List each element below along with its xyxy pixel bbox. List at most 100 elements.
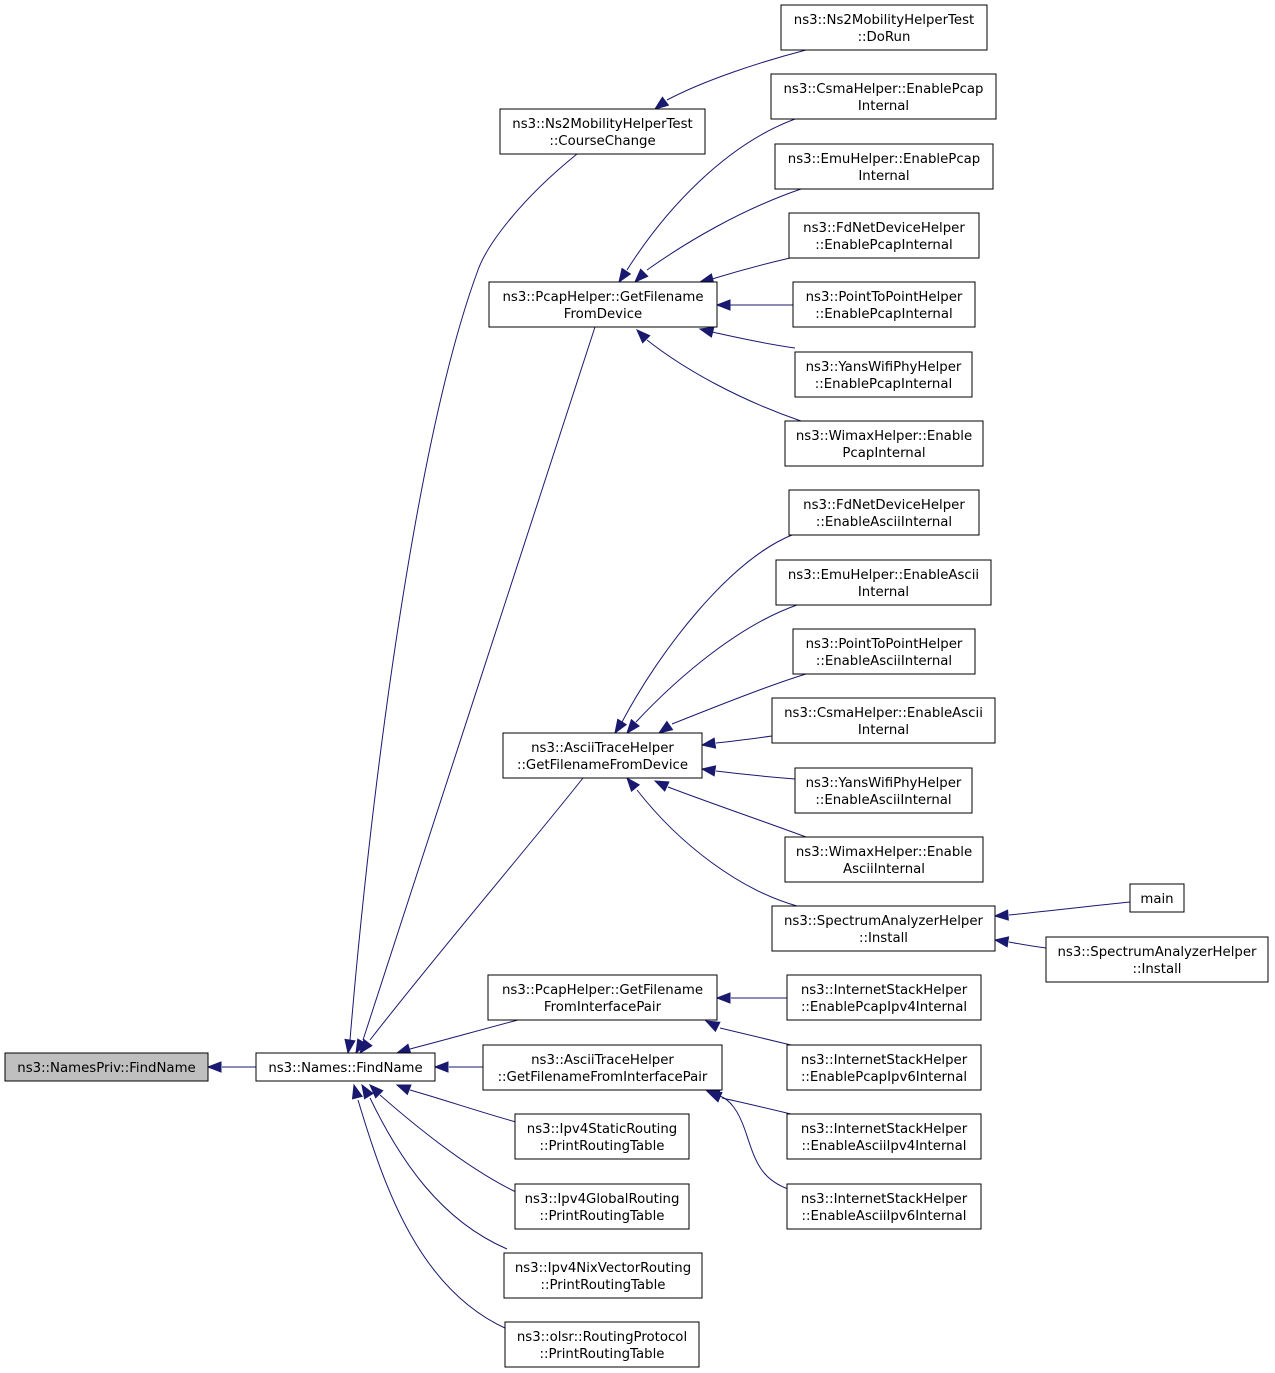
node-ns3-asciitracehelper-getfilenamefrominterfacepair-n24[interactable]: ns3::AsciiTraceHelper::GetFilenameFromIn… [482, 1044, 723, 1091]
node-box [514, 1113, 690, 1160]
node-box [786, 1183, 982, 1230]
node-label-line: Internal [858, 723, 909, 738]
edge-n22-n21 [715, 992, 787, 1004]
node-ns3-ns2mobilityhelpertest-coursechange-n2[interactable]: ns3::Ns2MobilityHelperTest::CourseChange [499, 108, 706, 155]
node-ns3-ns2mobilityhelpertest-dorun-n3[interactable]: ns3::Ns2MobilityHelperTest::DoRun [780, 4, 988, 51]
node-label-line: ::PrintRoutingTable [540, 1209, 665, 1224]
edge-line [671, 673, 807, 725]
edge-line [646, 188, 802, 271]
edge-n15-n11 [700, 735, 773, 749]
node-label-line: ns3::YansWifiPhyHelper [806, 776, 962, 791]
edge-n13-n11 [626, 604, 798, 735]
node-label-line: ns3::PointToPointHelper [806, 290, 963, 305]
arrowhead-icon [657, 720, 674, 734]
edge-n11-n1 [359, 777, 584, 1055]
node-label-line: ns3::InternetStackHelper [801, 1053, 968, 1068]
edge-n3-n2 [653, 49, 807, 110]
node-ns3-ipv4nixvectorrouting-printroutingtable-n29[interactable]: ns3::Ipv4NixVectorRouting::PrintRoutingT… [503, 1252, 703, 1299]
arrowhead-icon [993, 909, 1009, 921]
edge-n5-n4 [618, 118, 796, 284]
edge-line [349, 153, 578, 1041]
node-ns3-fdnetdevicehelper-enableasciiinternal-n12[interactable]: ns3::FdNetDeviceHelper::EnableAsciiInter… [788, 489, 980, 536]
node-main-n19[interactable]: main [1129, 883, 1185, 913]
node-ns3-yanswifiphyhelper-enablepcapinternal-n9[interactable]: ns3::YansWifiPhyHelper::EnablePcapIntern… [794, 351, 973, 398]
node-ns3-csmahelper-enablepcap-internal-n5[interactable]: ns3::CsmaHelper::EnablePcapInternal [770, 73, 997, 120]
node-box [487, 974, 718, 1021]
edge-line [636, 789, 798, 907]
edge-n23-n21 [704, 1020, 792, 1046]
node-box [784, 836, 984, 883]
node-ns3-internetstackhelper-enableasciiipv6internal-n26[interactable]: ns3::InternetStackHelper::EnableAsciiIpv… [786, 1183, 982, 1230]
node-label-line: PcapInternal [842, 446, 925, 461]
node-ns3-spectrumanalyzerhelper-install-n20[interactable]: ns3::SpectrumAnalyzerHelper::Install [1045, 936, 1269, 983]
node-label-line: ns3::CsmaHelper::EnableAscii [784, 706, 983, 721]
node-label-line: ::Install [1133, 962, 1182, 977]
node-ns3-ipv4globalrouting-printroutingtable-n28[interactable]: ns3::Ipv4GlobalRouting::PrintRoutingTabl… [514, 1183, 690, 1230]
node-ns3-pcaphelper-getfilename-fromdevice-n4[interactable]: ns3::PcapHelper::GetFilenameFromDevice [488, 281, 718, 328]
edge-line [646, 339, 802, 422]
edge-line [711, 331, 796, 349]
node-ns3-ipv4staticrouting-printroutingtable-n27[interactable]: ns3::Ipv4StaticRouting::PrintRoutingTabl… [514, 1113, 690, 1160]
node-label-line: ns3::SpectrumAnalyzerHelper [1057, 945, 1257, 960]
node-label-line: ::GetFilenameFromDevice [517, 758, 688, 773]
node-ns3-csmahelper-enableascii-internal-n15[interactable]: ns3::CsmaHelper::EnableAsciiInternal [771, 697, 996, 744]
node-label-line: ns3::FdNetDeviceHelper [803, 498, 965, 513]
node-box [788, 212, 980, 259]
node-label-line: ns3::WimaxHelper::Enable [796, 429, 972, 444]
node-label-line: ns3::Names::FindName [268, 1061, 422, 1076]
edge-n1-n0 [206, 1061, 256, 1073]
edge-n12-n11 [614, 534, 793, 735]
node-ns3-wimaxhelper-enable-asciiinternal-n17[interactable]: ns3::WimaxHelper::EnableAsciiInternal [784, 836, 984, 883]
node-ns3-emuhelper-enableascii-internal-n13[interactable]: ns3::EmuHelper::EnableAsciiInternal [775, 559, 992, 606]
edge-line [1008, 901, 1131, 916]
edge-n19-n18 [993, 901, 1131, 921]
node-ns3-pointtopointhelper-enableasciiinternal-n14[interactable]: ns3::PointToPointHelper::EnableAsciiInte… [792, 628, 976, 675]
node-label-line: ns3::Ns2MobilityHelperTest [794, 13, 974, 28]
node-box [784, 420, 984, 467]
edge-n7-n4 [698, 257, 791, 285]
node-ns3-yanswifiphyhelper-enableasciiinternal-n16[interactable]: ns3::YansWifiPhyHelper::EnableAsciiInter… [794, 767, 973, 814]
node-label-line: ns3::SpectrumAnalyzerHelper [784, 914, 984, 929]
node-label-line: ::EnableAsciiIpv6Internal [802, 1209, 967, 1224]
node-box [788, 489, 980, 536]
edge-line [666, 49, 807, 101]
node-box [794, 351, 973, 398]
node-ns3-olsr-routingprotocol-printroutingtable-n30[interactable]: ns3::olsr::RoutingProtocol::PrintRouting… [504, 1321, 700, 1368]
arrowhead-icon [704, 1020, 721, 1033]
node-box [1045, 936, 1269, 983]
arrowhead-icon [626, 718, 640, 735]
node-label-line: ns3::InternetStackHelper [801, 1122, 968, 1137]
edge-n14-n11 [657, 673, 807, 734]
node-ns3-internetstackhelper-enablepcapipv4internal-n22[interactable]: ns3::InternetStackHelper::EnablePcapIpv4… [786, 974, 982, 1021]
node-label-line: ns3::InternetStackHelper [801, 1192, 968, 1207]
arrowhead-icon [636, 329, 651, 344]
node-ns3-asciitracehelper-getfilenamefromdevice-n11[interactable]: ns3::AsciiTraceHelper::GetFilenameFromDe… [502, 732, 703, 779]
node-ns3-wimaxhelper-enable-pcapinternal-n10[interactable]: ns3::WimaxHelper::EnablePcapInternal [784, 420, 984, 467]
node-ns3-emuhelper-enablepcap-internal-n6[interactable]: ns3::EmuHelper::EnablePcapInternal [774, 143, 994, 190]
node-label-line: ns3::FdNetDeviceHelper [803, 221, 965, 236]
node-ns3-fdnetdevicehelper-enablepcapinternal-n7[interactable]: ns3::FdNetDeviceHelper::EnablePcapIntern… [788, 212, 980, 259]
arrowhead-icon [993, 936, 1010, 948]
node-label-line: Internal [858, 169, 909, 184]
arrowhead-icon [700, 737, 717, 749]
node-ns3-pointtopointhelper-enablepcapinternal-n8[interactable]: ns3::PointToPointHelper::EnablePcapInter… [792, 281, 976, 328]
arrowhead-icon [698, 326, 715, 338]
node-ns3-pcaphelper-getfilename-frominterfacepair-n21[interactable]: ns3::PcapHelper::GetFilenameFromInterfac… [487, 974, 718, 1021]
node-ns3-internetstackhelper-enableasciiipv4internal-n25[interactable]: ns3::InternetStackHelper::EnableAsciiIpv… [786, 1113, 982, 1160]
node-box [482, 1044, 723, 1091]
node-label-line: FromDevice [564, 307, 642, 322]
node-box [786, 1044, 982, 1091]
edge-n27-n1 [395, 1084, 517, 1123]
node-ns3-names-findname-n1[interactable]: ns3::Names::FindName [255, 1052, 436, 1082]
node-label-line: ::EnableAsciiInternal [816, 515, 952, 530]
edge-n24-n1 [433, 1061, 483, 1073]
node-label-line: AsciiInternal [843, 862, 925, 877]
arrowhead-icon [618, 267, 632, 284]
edge-n20-n18 [993, 936, 1047, 949]
node-box [1129, 883, 1185, 913]
edge-n30-n1 [351, 1083, 508, 1330]
node-ns3-internetstackhelper-enablepcapipv6internal-n23[interactable]: ns3::InternetStackHelper::EnablePcapIpv6… [786, 1044, 982, 1091]
node-ns3-spectrumanalyzerhelper-install-n18[interactable]: ns3::SpectrumAnalyzerHelper::Install [771, 905, 996, 952]
node-box [792, 628, 976, 675]
edge-n29-n1 [361, 1083, 508, 1250]
